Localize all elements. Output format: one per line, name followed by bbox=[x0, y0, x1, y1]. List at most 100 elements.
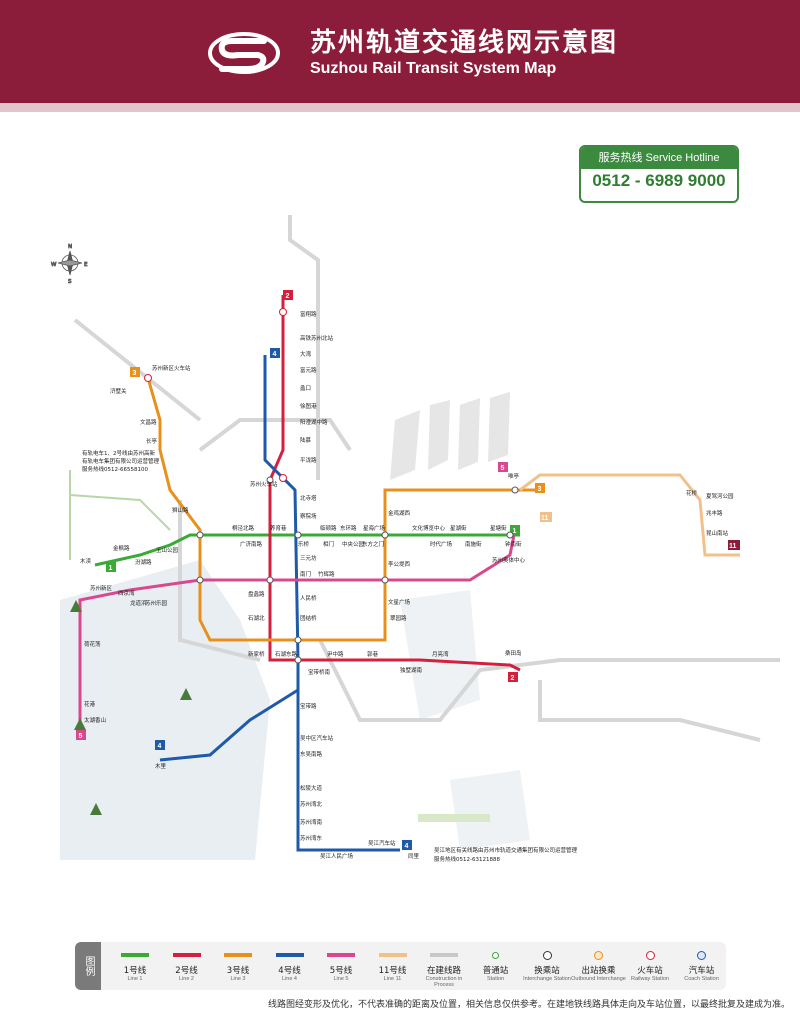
legend-label-en: Coach Station bbox=[684, 976, 719, 982]
line-badge-5-east: 5 bbox=[498, 462, 508, 472]
station-label: 月亮湾 bbox=[432, 650, 449, 658]
suzhou-rail-logo-icon bbox=[208, 32, 280, 74]
legend-label-cn: 换乘站 bbox=[534, 966, 560, 976]
line-badge-4: 4 bbox=[270, 348, 280, 358]
rail-map: 1 1 2 2 3 3 4 4 4 5 5 11 11 苏州新区火车站 浒墅关 … bbox=[51, 215, 780, 863]
svg-text:1: 1 bbox=[109, 565, 113, 572]
east-lake bbox=[400, 590, 480, 720]
header-banner: 苏州轨道交通线网示意图 Suzhou Rail Transit System M… bbox=[0, 0, 800, 103]
station-label: 星湖街 bbox=[450, 524, 467, 532]
header-stripe bbox=[0, 103, 800, 112]
station-label: 浒墅关 bbox=[110, 387, 127, 395]
line-3-path bbox=[146, 377, 540, 642]
svg-text:4: 4 bbox=[273, 351, 277, 358]
svg-text:5: 5 bbox=[79, 733, 83, 740]
station-label: 金枫路 bbox=[113, 544, 130, 552]
station-label: 北寺塔 bbox=[300, 494, 317, 502]
station-label: 狮山路 bbox=[172, 506, 189, 514]
line-badge-3: 3 bbox=[130, 367, 140, 377]
station-label: 吴江人民广场 bbox=[320, 852, 354, 860]
legend-symbol bbox=[313, 948, 369, 962]
svg-text:2: 2 bbox=[286, 293, 290, 300]
station-label: 苏州新区火车站 bbox=[152, 364, 191, 372]
station-label: 宝带桥南 bbox=[308, 668, 331, 676]
station-label: 广济南路 bbox=[240, 540, 263, 548]
line-badge-11-east: 11 bbox=[728, 540, 740, 550]
station-label: 星海广场 bbox=[363, 524, 386, 532]
svg-text:3: 3 bbox=[133, 370, 137, 377]
footnote: 线路图经变形及优化，不代表准确的距离及位置，相关信息仅供参考。在建地铁线路具体走… bbox=[267, 1000, 790, 1010]
hotline-number[interactable]: 0512 - 6989 9000 bbox=[592, 171, 726, 190]
station-label: 大湾 bbox=[300, 350, 312, 358]
station-label: 长亭 bbox=[146, 437, 158, 445]
station-label: 花桥 bbox=[686, 489, 698, 497]
station-label: 阳澄湖中路 bbox=[300, 418, 328, 426]
station-label: 木渎 bbox=[80, 557, 92, 565]
line-4-path bbox=[159, 355, 400, 852]
station-label: 平泷路 bbox=[300, 456, 317, 464]
station-label: 尹中路 bbox=[327, 650, 344, 658]
svg-text:5: 5 bbox=[501, 465, 505, 472]
line-badge-2: 2 bbox=[283, 290, 293, 300]
legend-symbol bbox=[262, 948, 318, 962]
station-label: 苏州奥体中心 bbox=[492, 556, 526, 564]
svg-text:服务热线0512-66558100: 服务热线0512-66558100 bbox=[82, 465, 148, 473]
urban-blocks bbox=[390, 392, 510, 480]
station-label: 玉山公园 bbox=[156, 546, 179, 554]
legend-symbol bbox=[622, 948, 678, 962]
station-label: 唯亭 bbox=[508, 472, 520, 480]
station-label: 三元坊 bbox=[300, 554, 317, 562]
line-badge-1: 1 bbox=[510, 525, 520, 535]
construction-lines bbox=[73, 215, 780, 742]
station-label: 苏州湾北 bbox=[300, 800, 323, 808]
station-label: 苏州湾东 bbox=[300, 834, 323, 842]
legend-label-en: Line 5 bbox=[333, 976, 349, 982]
station-label: 陆慕 bbox=[300, 436, 312, 444]
station-label: 蠡口 bbox=[300, 384, 311, 392]
legend-symbol bbox=[159, 948, 215, 962]
svg-text:吴江地区有关线路由苏州市轨道交通集团有限公司运营管理: 吴江地区有关线路由苏州市轨道交通集团有限公司运营管理 bbox=[434, 846, 578, 854]
station-label: 石湖东路 bbox=[275, 650, 298, 658]
station-label: 西京湾 bbox=[118, 589, 135, 597]
legend-label-en: Construction in Process bbox=[425, 976, 463, 988]
legend-symbol bbox=[107, 948, 163, 962]
line-badge-1-west: 1 bbox=[106, 562, 116, 572]
interchange-markers bbox=[196, 476, 519, 664]
line-badge-2-east: 2 bbox=[508, 672, 518, 682]
svg-text:11: 11 bbox=[729, 543, 737, 550]
station-label: 太湖香山 bbox=[84, 716, 106, 724]
station-label: 乐桥 bbox=[298, 540, 310, 548]
line-badge-4-south: 4 bbox=[155, 740, 165, 750]
station-label: 中央公园 bbox=[342, 540, 365, 548]
legend-label-cn: 在建线路 bbox=[426, 966, 461, 976]
line-1-path bbox=[94, 533, 520, 567]
line-badge-11: 11 bbox=[540, 512, 552, 522]
station-label: 文化博览中心 bbox=[412, 524, 446, 532]
line-badge-4-wujiang: 4 bbox=[402, 840, 412, 850]
tram-operator-note: 有轨电车1、2号线由苏州高新 有轨电车集团有限公司运营管理 服务热线0512-6… bbox=[82, 449, 160, 473]
line-badge-5: 5 bbox=[76, 730, 86, 740]
station-label: 吴江汽车站 bbox=[368, 839, 396, 847]
station-label: 石湖北 bbox=[248, 614, 265, 622]
line-badge-3-east: 3 bbox=[535, 483, 545, 493]
legend-symbol bbox=[519, 948, 575, 962]
legend-symbol bbox=[210, 948, 266, 962]
station-label: 钟南街 bbox=[505, 540, 522, 548]
tram-lines bbox=[69, 470, 171, 560]
legend-symbol bbox=[468, 948, 524, 962]
station-label: 郭巷 bbox=[367, 650, 379, 658]
station-label: 昆山南站 bbox=[706, 529, 729, 537]
station-label: 察院场 bbox=[300, 512, 317, 520]
svg-text:有轨电车1、2号线由苏州高新: 有轨电车1、2号线由苏州高新 bbox=[82, 449, 155, 457]
station-label: 荷花荡 bbox=[84, 640, 101, 648]
station-label: 苏州湾南 bbox=[300, 818, 323, 826]
station-label: 盘蠡路 bbox=[248, 590, 265, 598]
title-english: Suzhou Rail Transit System Map bbox=[310, 60, 557, 77]
svg-text:3: 3 bbox=[538, 486, 542, 493]
